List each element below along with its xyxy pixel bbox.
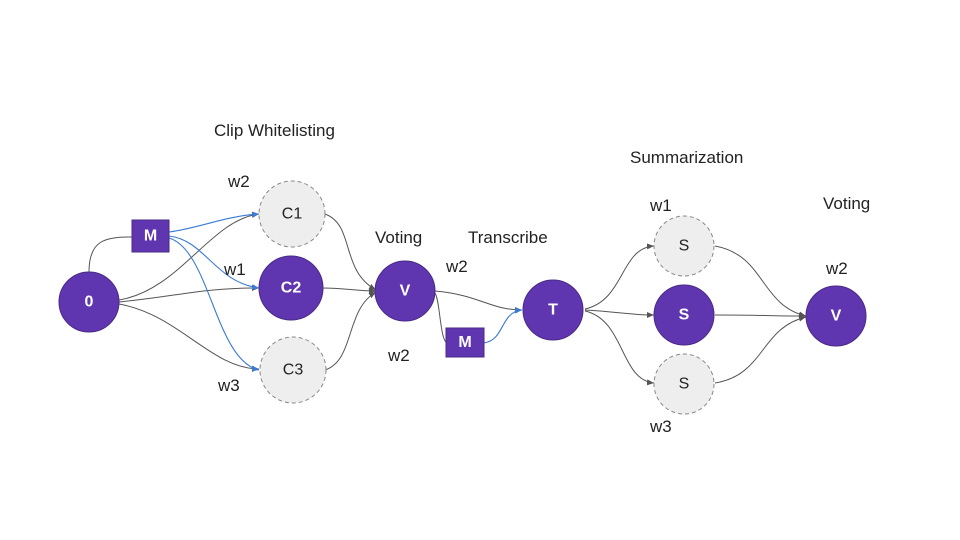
node-v2-label: V: [831, 308, 842, 325]
node-m2: M: [445, 327, 485, 358]
node-v1: V: [374, 260, 436, 322]
label-summarization: Summarization: [630, 148, 743, 167]
label-w2-c1: w2: [227, 172, 250, 191]
node-m2-label: M: [458, 334, 471, 351]
edge-t-to-s2: [584, 309, 655, 318]
node-c1: C1: [258, 180, 326, 248]
edge-s2-to-v2: [714, 312, 807, 319]
node-s2-label: S: [679, 307, 690, 324]
label-transcribe: Transcribe: [468, 228, 548, 247]
label-w1-s1: w1: [649, 196, 672, 215]
edge-t-to-s1: [584, 243, 655, 310]
edge-c1-to-v1: [324, 213, 377, 291]
node-c2: C2: [258, 255, 324, 321]
edge-s3-to-v2: [714, 315, 807, 384]
label-clip-whitelisting: Clip Whitelisting: [214, 121, 335, 140]
edge-0-to-c3: [118, 303, 260, 372]
label-w3-s3: w3: [649, 417, 672, 436]
node-s1-label: S: [679, 238, 690, 255]
node-c3-label: C3: [283, 362, 304, 379]
edge-m1-to-c3: [168, 237, 260, 372]
label-w2-v2: w2: [825, 259, 848, 278]
node-m1-label: M: [144, 228, 157, 245]
label-w1-c2: w1: [223, 260, 246, 279]
node-c2-label: C2: [281, 280, 302, 297]
label-w2-below-v1: w2: [387, 346, 410, 365]
label-voting-1: Voting: [375, 228, 422, 247]
node-c1-label: C1: [282, 206, 303, 223]
node-v1-label: V: [400, 283, 411, 300]
node-s1: S: [653, 215, 715, 277]
edge-v1-to-t: [434, 290, 523, 313]
node-t-label: T: [548, 302, 558, 319]
edge-s1-to-v2: [714, 245, 807, 318]
edge-0-to-c1: [118, 211, 260, 301]
edge-m1-to-c2: [168, 235, 260, 291]
label-w2-transcribe: w2: [445, 257, 468, 276]
edge-c3-to-v1: [324, 291, 377, 371]
node-zero-label: 0: [85, 294, 94, 311]
node-v2: V: [805, 285, 867, 347]
node-s2: S: [653, 284, 715, 346]
edge-0-to-c2: [118, 285, 260, 303]
edge-v1-to-m2: [434, 292, 448, 344]
edge-c2-to-v1: [321, 287, 377, 294]
edge-t-to-s3: [584, 310, 655, 386]
node-s3: S: [653, 353, 715, 415]
node-t: T: [522, 279, 584, 341]
node-m1: M: [131, 219, 170, 253]
node-c3: C3: [259, 336, 327, 404]
edge-0-to-m1: [88, 236, 133, 273]
label-w3-c3: w3: [217, 376, 240, 395]
node-zero: 0: [58, 271, 120, 333]
edge-m1-to-c1: [168, 211, 260, 233]
edge-m2-to-t: [483, 307, 523, 344]
node-s3-label: S: [679, 376, 690, 393]
label-voting-2: Voting: [823, 194, 870, 213]
